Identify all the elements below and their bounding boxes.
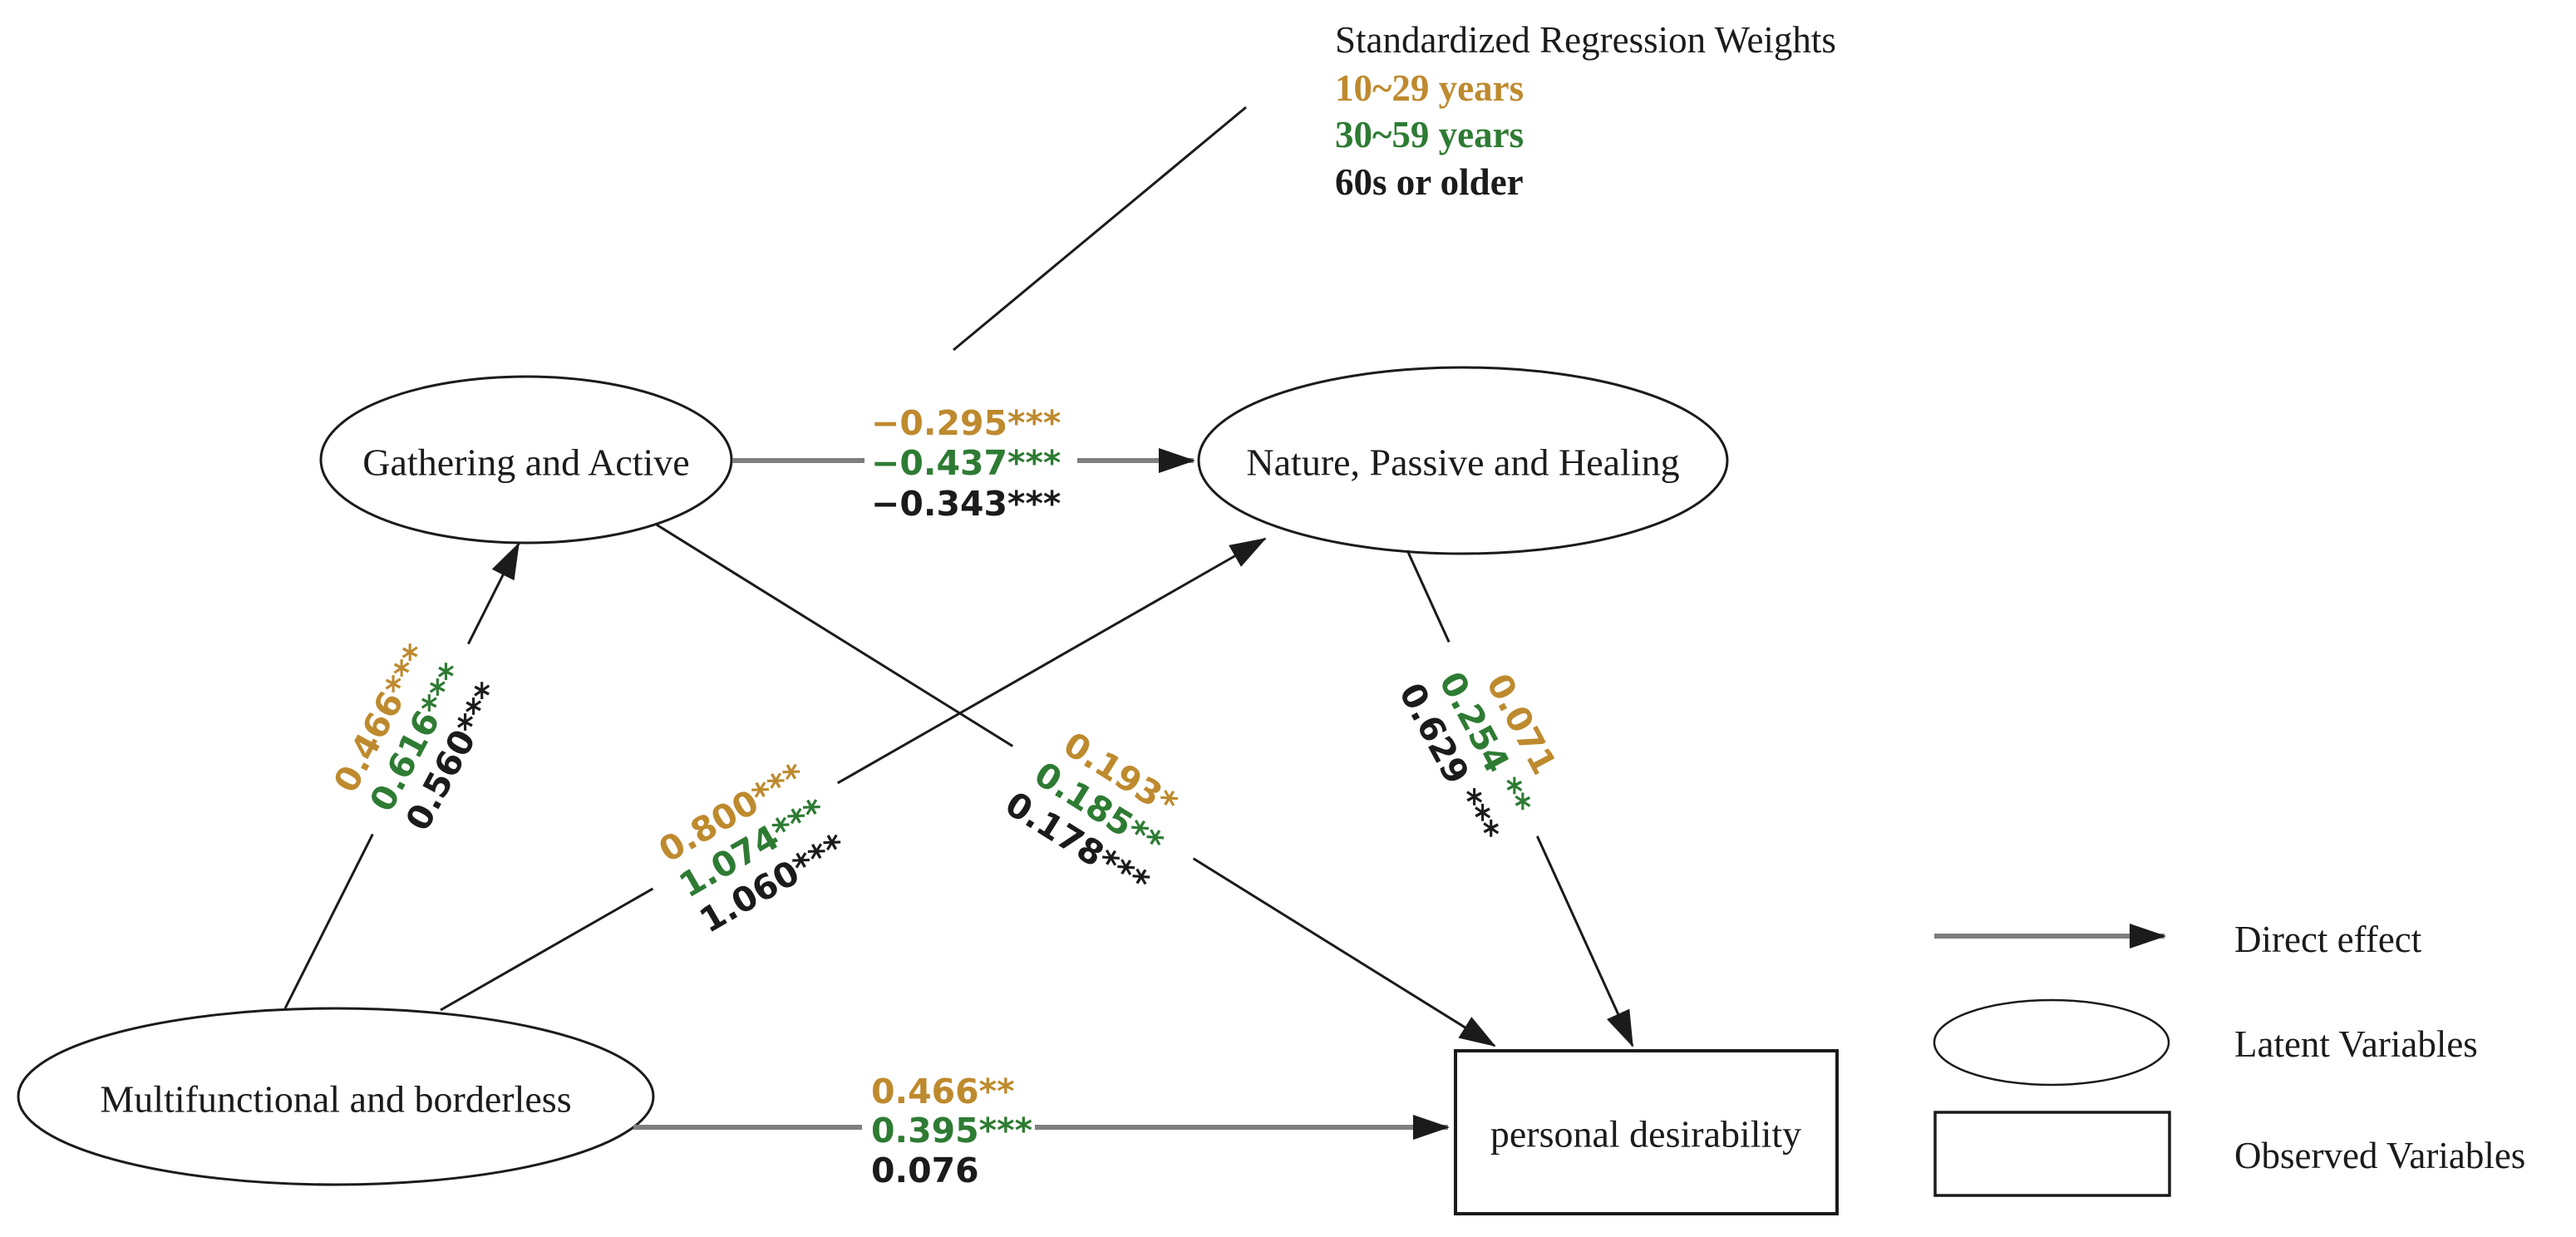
weights-legend-age2: 30~59 years [1335, 114, 1524, 155]
weights-legend-pointer-line [953, 106, 1247, 352]
legend-observed-label: Observed Variables [2234, 1135, 2525, 1176]
shape-legend: Direct effect Latent Variables Observed … [1933, 919, 2525, 1197]
legend-latent-label: Latent Variables [2234, 1023, 2478, 1065]
weight-age1-multifunctional-to-personal: 0.466** [871, 1072, 1015, 1111]
line-gap-mask [973, 696, 1224, 922]
latent-node-nature-shape [1197, 366, 1729, 555]
line-gap-mask [862, 1116, 1035, 1139]
weights-nature-to-personal: 0.071 0.254 ** 0.629 *** [1377, 618, 1594, 869]
legend-direct-effect-label: Direct effect [2234, 919, 2422, 960]
latent-node-gathering-label: Gathering and Active [362, 441, 689, 484]
latent-node-multifunctional-shape [17, 1007, 655, 1186]
weight-age2-gathering-to-nature: −0.437*** [871, 443, 1061, 483]
legend-latent-ellipse [1933, 998, 2170, 1087]
weights-multifunctional-to-personal: 0.466** 0.395*** 0.076 [871, 1072, 1032, 1190]
weight-age2-multifunctional-to-personal: 0.395*** [871, 1111, 1032, 1151]
weights-multifunctional-to-gathering: 0.466*** 0.616*** 0.560*** [308, 612, 526, 863]
weights-legend-age1: 10~29 years [1335, 67, 1524, 109]
legend-observed-rect [1933, 1111, 2171, 1197]
weight-age1-gathering-to-nature: −0.295*** [871, 403, 1061, 443]
observed-node-personal-shape [1454, 1049, 1839, 1215]
observed-node-personal-label: personal desirability [1490, 1113, 1801, 1156]
arrow-multifunctional-to-nature [440, 537, 1267, 1012]
line-gap-mask [864, 451, 1077, 474]
weights-legend: Standardized Regression Weights 10~29 ye… [1335, 19, 1836, 203]
weights-gathering-to-personal: 0.193* 0.185** 0.178*** [973, 696, 1224, 922]
weights-multifunctional-to-nature: 0.800*** 1.074*** 1.060*** [627, 737, 878, 959]
latent-node-gathering-shape [319, 375, 733, 545]
line-gap-mask [627, 737, 878, 959]
latent-node-nature-label: Nature, Passive and Healing [1246, 441, 1679, 484]
weights-gathering-to-nature: −0.295*** −0.437*** −0.343*** [871, 403, 1061, 524]
line-gap-mask [1377, 618, 1594, 869]
weights-legend-title: Standardized Regression Weights [1335, 19, 1836, 61]
weight-age3-gathering-to-nature: −0.343*** [871, 484, 1061, 524]
weight-age3-multifunctional-to-personal: 0.076 [871, 1151, 979, 1190]
latent-node-multifunctional-label: Multifunctional and borderless [100, 1078, 571, 1121]
line-gap-mask [308, 612, 526, 863]
weights-legend-age3: 60s or older [1335, 161, 1524, 203]
